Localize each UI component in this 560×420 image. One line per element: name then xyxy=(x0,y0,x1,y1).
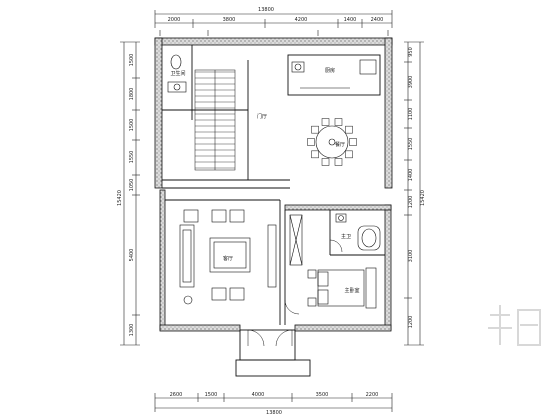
right-dimension-8: 1200 xyxy=(408,316,414,329)
master-bath-fixtures xyxy=(335,213,381,251)
right-dimension-1: 950 xyxy=(408,47,414,57)
top-dimension-chain xyxy=(154,10,393,36)
left-dimension-7: 1300 xyxy=(129,324,135,337)
dining-chair xyxy=(321,118,330,126)
room-label-master-bath: 主卫 xyxy=(341,233,351,240)
living-room-furniture xyxy=(179,209,277,305)
left-dimension-5: 1050 xyxy=(129,179,135,192)
bottom-dimension-2: 1500 xyxy=(205,392,218,398)
top-dimension-2: 3800 xyxy=(223,17,236,23)
dining-chair xyxy=(311,150,319,159)
dining-chair xyxy=(307,138,315,146)
exterior-walls xyxy=(154,37,393,332)
right-dimension-chain xyxy=(404,41,424,346)
room-label-kitchen: 厨房 xyxy=(325,67,335,74)
interior-walls xyxy=(162,45,385,377)
right-dimension-5: 1400 xyxy=(408,169,414,182)
top-total-dimension: 13800 xyxy=(258,7,274,13)
dining-chairs xyxy=(307,118,357,166)
dining-chair xyxy=(349,138,357,146)
top-dimension-5: 2400 xyxy=(371,17,384,23)
watermark-logo xyxy=(488,305,541,346)
left-dimension-chain xyxy=(120,41,140,346)
room-label-bathroom: 卫生间 xyxy=(170,70,185,77)
dining-chair xyxy=(345,125,353,134)
room-label-dining: 餐厅 xyxy=(335,141,345,148)
right-dimension-4: 1550 xyxy=(408,138,414,151)
room-label-living: 客厅 xyxy=(223,255,233,262)
right-dimension-3: 1100 xyxy=(408,108,414,121)
bottom-dimension-5: 2200 xyxy=(366,392,379,398)
bottom-total-dimension: 13800 xyxy=(266,410,282,416)
dining-table xyxy=(315,125,349,159)
top-dimension-3: 4200 xyxy=(295,17,308,23)
top-dimension-4: 1400 xyxy=(344,17,357,23)
left-total-dimension: 15420 xyxy=(117,190,123,206)
dining-chair xyxy=(334,118,343,126)
dining-chair xyxy=(321,158,330,166)
left-dimension-1: 1500 xyxy=(129,54,135,67)
left-dimension-4: 1550 xyxy=(129,151,135,164)
left-dimension-6: 5400 xyxy=(129,249,135,262)
bottom-dimension-1: 2600 xyxy=(170,392,183,398)
stair-treads xyxy=(195,71,235,169)
room-label-hall: 门厅 xyxy=(257,113,267,120)
master-bedroom-furniture xyxy=(289,214,377,309)
right-dimension-6: 1200 xyxy=(408,196,414,209)
left-dimension-2: 1800 xyxy=(129,88,135,101)
right-dimension-2: 3900 xyxy=(408,76,414,89)
bathroom-fixtures xyxy=(167,54,187,93)
left-dimension-3: 1500 xyxy=(129,119,135,132)
bottom-dimension-4: 3500 xyxy=(316,392,329,398)
top-dimension-1: 2000 xyxy=(168,17,181,23)
bottom-dimension-3: 4000 xyxy=(252,392,265,398)
right-total-dimension: 15420 xyxy=(420,190,426,206)
door-swings xyxy=(247,239,343,347)
dining-chair xyxy=(345,150,353,159)
dining-chair xyxy=(334,158,343,166)
dining-chair xyxy=(311,125,319,134)
kitchen-fixtures xyxy=(291,59,377,89)
bottom-dimension-chain xyxy=(154,393,393,412)
room-label-master-bedroom: 主卧室 xyxy=(344,287,359,294)
right-dimension-7: 3100 xyxy=(408,250,414,263)
